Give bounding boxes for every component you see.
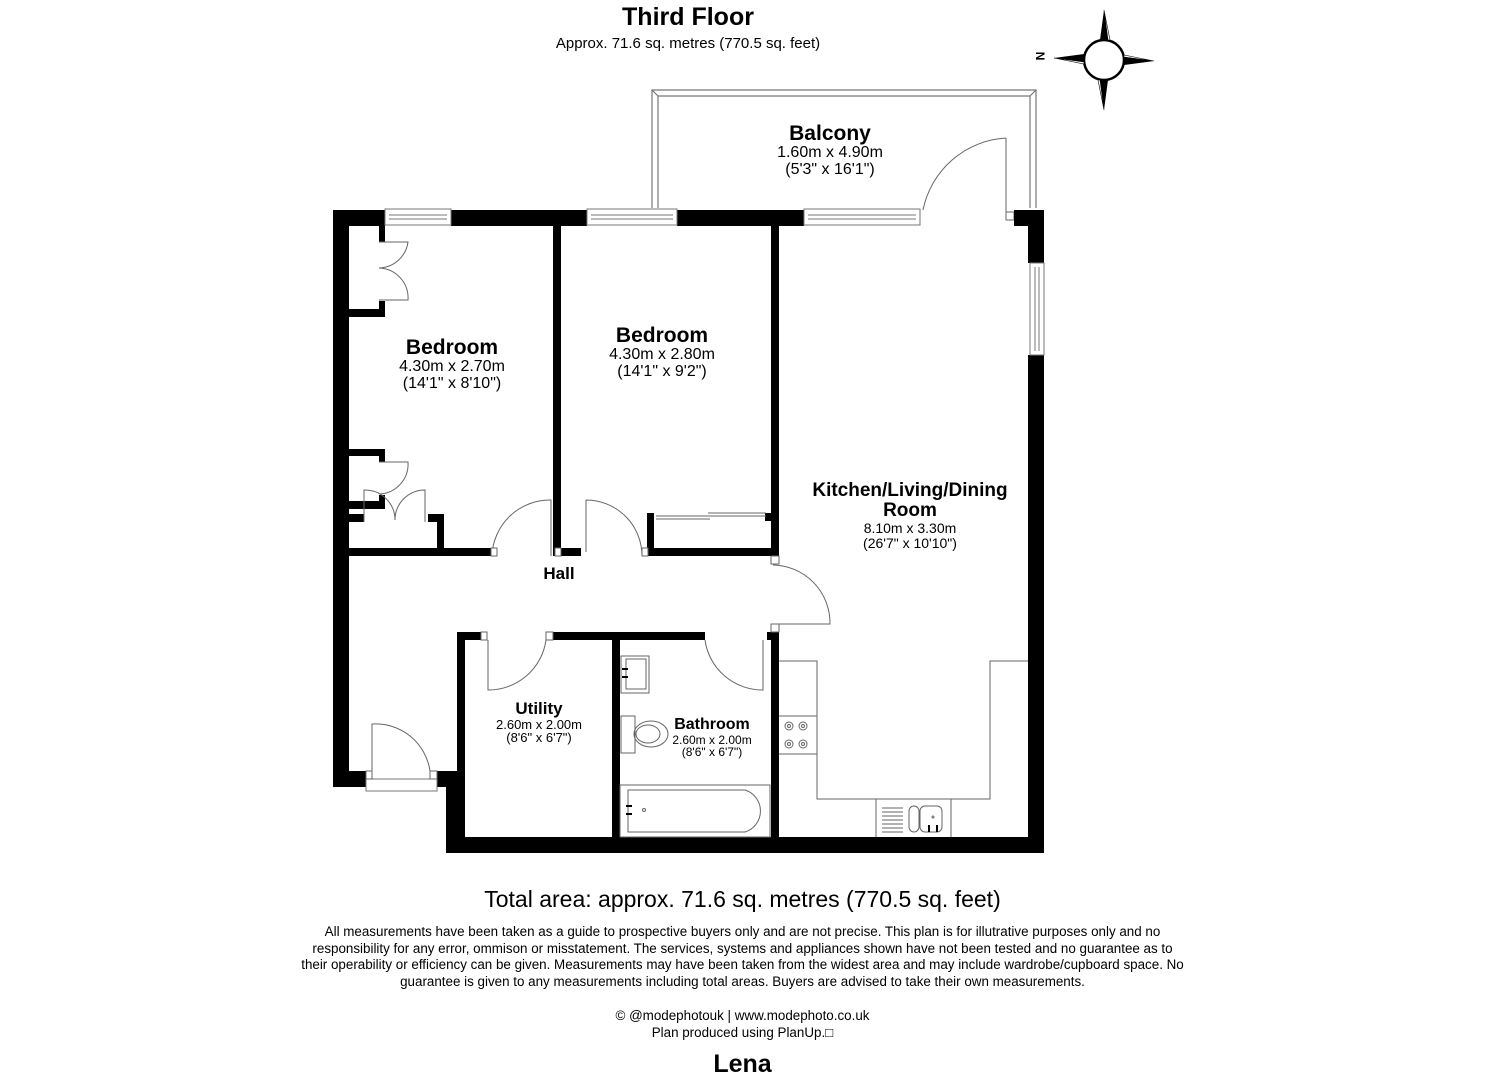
kitchen-units: [779, 660, 1028, 837]
room-bedroom-1: Bedroom 4.30m x 2.70m (14'1" x 8'10"): [352, 336, 552, 393]
credits: © @modephotouk | www.modephoto.co.uk Pla…: [0, 1007, 1485, 1041]
doors: [363, 241, 831, 780]
walls: [333, 210, 1044, 853]
room-dim-imperial: (8'6" x 6'7"): [681, 745, 743, 760]
room-dim-imperial: (8'6" x 6'7"): [506, 730, 572, 746]
room-hall: Hall: [509, 565, 609, 583]
windows: [365, 208, 1045, 792]
room-dim-imperial: (26'7" x 10'10"): [863, 534, 957, 551]
hob-icon: [784, 721, 808, 749]
total-area: Total area: approx. 71.6 sq. metres (770…: [484, 886, 1001, 912]
room-name: Bathroom: [674, 716, 750, 733]
room-dim-metric: 2.60m x 2.00m: [672, 732, 752, 747]
room-utility: Utility 2.60m x 2.00m (8'6" x 6'7"): [469, 700, 609, 745]
balcony-railing: [651, 89, 1037, 208]
room-name: Bedroom: [615, 324, 709, 347]
room-balcony: Balcony 1.60m x 4.90m (5'3" x 16'1"): [730, 122, 930, 179]
room-dim-metric: 2.60m x 2.00m: [496, 716, 582, 732]
room-name: Utility: [515, 699, 563, 718]
disclaimer-line: guarantee is given to any measurements i…: [400, 973, 1085, 989]
disclaimer-line: responsibility for any error, ommison or…: [312, 940, 1173, 956]
floor-area: Approx. 71.6 sq. metres (770.5 sq. feet): [555, 35, 821, 52]
sink-drainer-icon: [882, 805, 943, 833]
room-dim-metric: 8.10m x 3.30m: [863, 519, 957, 536]
disclaimer: All measurements have been taken as a gu…: [240, 924, 1245, 990]
floor-title: Third Floor: [622, 3, 754, 31]
room-name: Hall: [543, 564, 575, 583]
room-dim-imperial: (5'3" x 16'1"): [785, 160, 875, 178]
balcony-door: [922, 137, 1015, 221]
room-name: Bedroom: [405, 336, 499, 359]
room-dim-metric: 4.30m x 2.80m: [609, 346, 715, 364]
room-name-line1: Kitchen/Living/Dining: [812, 480, 1008, 501]
toilet-icon: [620, 715, 669, 754]
disclaimer-line: their operability or efficiency can be g…: [301, 957, 1184, 972]
compass-north-label: N: [1033, 51, 1048, 61]
bath-icon: [619, 784, 771, 838]
produced-by: Plan produced using PlanUp.□: [651, 1025, 834, 1040]
room-bedroom-2: Bedroom 4.30m x 2.80m (14'1" x 9'2"): [562, 324, 762, 381]
bathroom-basin-icon: [620, 655, 650, 694]
room-name-line2: Room: [883, 499, 937, 521]
room-dim-metric: 1.60m x 4.90m: [777, 144, 883, 162]
room-dim-metric: 4.30m x 2.70m: [399, 358, 505, 376]
room-kitchen-living-dining: Kitchen/Living/Dining Room 8.10m x 3.30m…: [770, 481, 1050, 550]
room-bathroom: Bathroom 2.60m x 2.00m (8'6" x 6'7"): [652, 716, 772, 760]
credit-line: © @modephotouk | www.modephoto.co.uk: [615, 1008, 870, 1023]
room-dim-imperial: (14'1" x 9'2"): [617, 362, 707, 380]
disclaimer-line: All measurements have been taken as a gu…: [324, 924, 1161, 939]
compass-rose-icon: [1053, 9, 1155, 111]
property-name: Lena: [713, 1050, 772, 1078]
room-name: Balcony: [789, 122, 871, 145]
room-dim-imperial: (14'1" x 8'10"): [402, 374, 502, 392]
